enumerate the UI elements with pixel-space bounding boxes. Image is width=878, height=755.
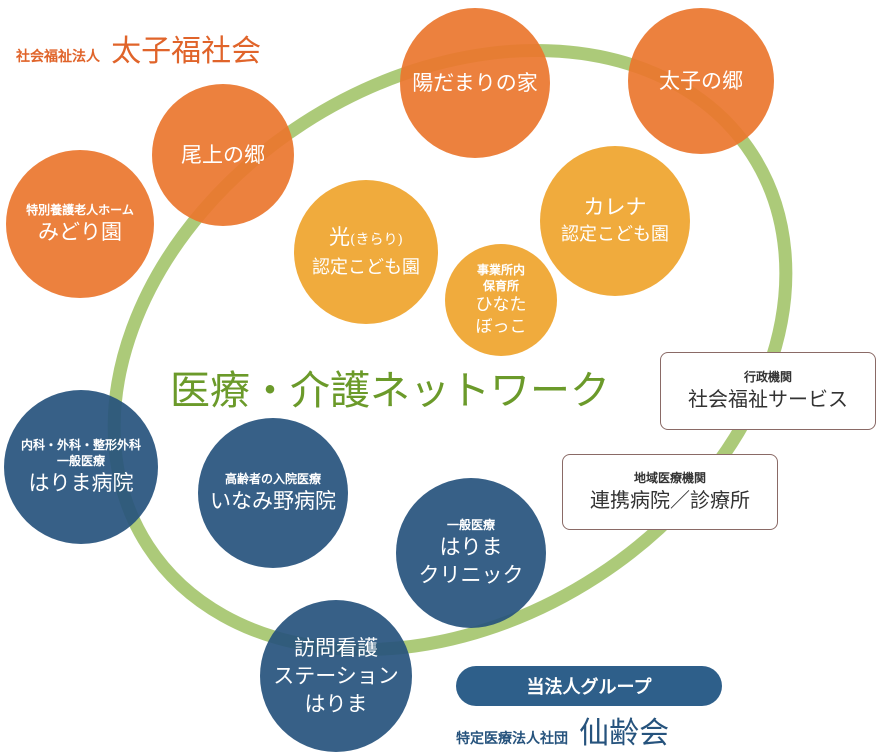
inamino-name: いなみ野病院: [210, 489, 336, 513]
circle-visiting-nurse-station[interactable]: 訪問看護 ステーション はりま: [260, 600, 412, 752]
footer-corporation-type: 特定医療法人社団: [456, 731, 568, 747]
harima-clinic-name-1: はりま: [439, 535, 503, 559]
hidamari-name: 陽だまりの家: [412, 71, 538, 95]
network-title: 医療・介護ネットワーク: [170, 368, 610, 414]
midori-name: みどり園: [38, 220, 122, 244]
station-name-3: はりま: [304, 692, 368, 716]
karena-name: カレナ: [583, 195, 647, 219]
inamino-category: 高齢者の入院医療: [224, 472, 321, 486]
corporation-type-label: 社会福祉法人: [16, 49, 100, 65]
circle-harima-clinic[interactable]: 一般医療 はりま クリニック: [396, 478, 546, 628]
kirari-name: 光(きらり): [329, 224, 403, 249]
footer-corporation-name: 仙齢会: [579, 716, 670, 751]
harima-hospital-dept: 内科・外科・整形外科: [20, 438, 141, 452]
station-name-1: 訪問看護: [294, 636, 378, 660]
circle-hidamari-no-ie[interactable]: 陽だまりの家: [400, 8, 550, 158]
corporation-footer-senreikai: 特定医療法人社団 仙齢会: [456, 708, 669, 752]
circle-taishi-no-sato[interactable]: 太子の郷: [628, 8, 774, 154]
circle-karena-kodomoen[interactable]: カレナ 認定こども園: [540, 146, 690, 296]
hinata-category-2: 保育所: [482, 279, 519, 293]
hinata-category-1: 事業所内: [476, 263, 525, 277]
hinata-name-2: ぼっこ: [475, 317, 527, 337]
midori-category: 特別養護老人ホーム: [26, 203, 134, 217]
circle-kirari-kodomoen[interactable]: 光(きらり) 認定こども園: [294, 180, 438, 324]
harima-hospital-name: はりま病院: [28, 471, 134, 495]
circle-harima-hospital[interactable]: 内科・外科・整形外科 一般医療 はりま病院: [4, 390, 158, 544]
karena-type: 認定こども園: [561, 224, 669, 245]
harima-clinic-category: 一般医療: [446, 518, 495, 532]
kirari-type: 認定こども園: [312, 256, 420, 278]
gyosei-category: 行政機関: [743, 370, 792, 384]
chiiki-service: 連携病院／診療所: [590, 488, 750, 512]
circle-midori-en[interactable]: 特別養護老人ホーム みどり園: [6, 150, 154, 298]
taishi-name: 太子の郷: [659, 69, 743, 93]
group-label-pill: 当法人グループ: [456, 666, 722, 706]
hinata-name-1: ひなた: [475, 295, 527, 315]
corporation-name: 太子福社会: [111, 34, 262, 69]
station-name-2: ステーション: [273, 664, 399, 688]
circle-onoe-no-sato[interactable]: 尾上の郷: [152, 84, 294, 226]
harima-clinic-name-2: クリニック: [418, 563, 524, 587]
circle-hinata-bokko[interactable]: 事業所内 保育所 ひなた ぼっこ: [445, 244, 557, 356]
circle-inamino-hospital[interactable]: 高齢者の入院医療 いなみ野病院: [198, 418, 348, 568]
box-gyosei-kikan[interactable]: 行政機関 社会福祉サービス: [660, 352, 876, 430]
group-label-text: 当法人グループ: [526, 677, 652, 698]
chiiki-category: 地域医療機関: [633, 471, 706, 485]
box-chiiki-iryo[interactable]: 地域医療機関 連携病院／診療所: [562, 454, 778, 530]
onoe-name: 尾上の郷: [181, 143, 265, 167]
corporation-header-taishi: 社会福祉法人 太子福社会: [16, 26, 261, 70]
gyosei-service: 社会福祉サービス: [688, 387, 848, 411]
harima-hospital-category: 一般医療: [56, 454, 105, 468]
